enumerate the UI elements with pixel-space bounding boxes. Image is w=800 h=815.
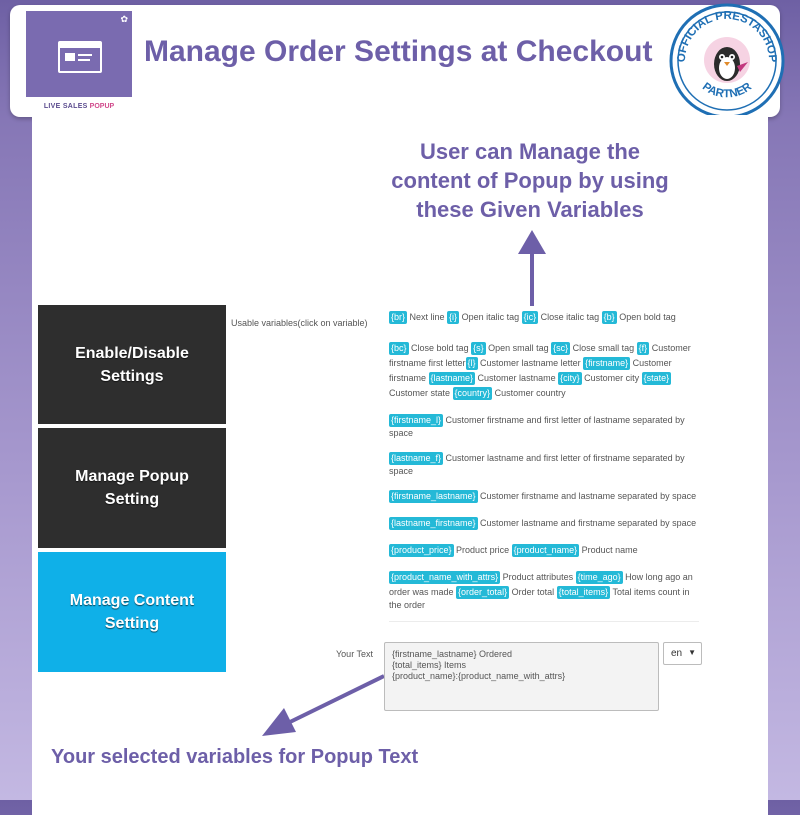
sidebar-item-label: Settings xyxy=(100,367,164,385)
sidebar-item-label: Enable/Disable xyxy=(75,344,189,362)
variable-tag[interactable]: {state} xyxy=(641,372,672,385)
variable-tag[interactable]: {lastname} xyxy=(428,372,476,385)
variable-group: {bc} Close bold tag {s} Open small tag {… xyxy=(389,341,701,401)
variable-description: Customer firstname first letter xyxy=(389,343,691,368)
sidebar-item-label: Setting xyxy=(104,491,160,508)
variable-group: {product_name_with_attrs} Product attrib… xyxy=(389,570,701,611)
thumbnail-label-accent: POPUP xyxy=(89,102,115,110)
variable-tag[interactable]: {b} xyxy=(601,311,617,324)
variables-list: {br} Next line {i} Open italic tag {ic} … xyxy=(389,310,701,622)
sidebar-item-manage-content-setting[interactable]: Manage Content Setting xyxy=(38,552,226,672)
variable-group: {firstname_lastname} Customer firstname … xyxy=(389,489,701,504)
variable-tag[interactable]: {bc} xyxy=(389,342,409,355)
usable-variables-label: Usable variables(click on variable) xyxy=(231,318,368,328)
your-text-label: Your Text xyxy=(336,649,374,659)
header-card: ✿ LIVE SALES POPUP Manage Order Settings… xyxy=(10,5,780,117)
variable-description: Customer firstname xyxy=(389,358,672,383)
sidebar-item-label: Manage Content xyxy=(69,592,195,609)
variable-tag[interactable]: {lastname_f} xyxy=(389,452,444,465)
language-value: en xyxy=(671,648,683,659)
variable-description: How long ago an order was made xyxy=(389,572,693,597)
page-title: Manage Order Settings at Checkout xyxy=(144,35,653,68)
popup-text-line: {firstname_lastname} Ordered xyxy=(392,649,513,659)
variable-description: Customer firstname and first letter of l… xyxy=(389,415,685,438)
variable-tag[interactable]: {l} xyxy=(465,357,478,370)
caret-down-icon: ▼ xyxy=(688,648,696,657)
variable-tag[interactable]: {br} xyxy=(389,311,408,324)
variable-tag[interactable]: {s} xyxy=(471,342,486,355)
variable-tag[interactable]: {firstname} xyxy=(583,357,631,370)
variable-tag[interactable]: {firstname_lastname} xyxy=(389,490,478,503)
variable-tag[interactable]: {firstname_l} xyxy=(389,414,444,427)
divider xyxy=(389,621,699,622)
popup-text-input[interactable]: {firstname_lastname} Ordered {total_item… xyxy=(384,642,659,711)
variable-description: Customer city xyxy=(581,373,642,383)
variable-tag[interactable]: {f} xyxy=(636,342,650,355)
variable-description: Close small tag xyxy=(570,343,637,353)
variable-tag[interactable]: {product_price} xyxy=(389,544,454,557)
variable-description: Total items count in the order xyxy=(389,587,690,610)
sidebar-item-label: Manage Popup xyxy=(75,468,189,485)
variable-group: {lastname_f} Customer lastname and first… xyxy=(389,451,701,477)
variable-description: Customer lastname letter xyxy=(477,358,584,368)
variable-description: Product price xyxy=(453,545,512,555)
variable-description: Customer lastname and firstname separate… xyxy=(477,518,697,528)
variable-tag[interactable]: {country} xyxy=(452,387,493,400)
variable-tag[interactable]: {time_ago} xyxy=(575,571,623,584)
callout-bottom: Your selected variables for Popup Text xyxy=(51,746,419,768)
callout-top-line: content of Popup by using xyxy=(391,168,669,193)
sidebar-item-manage-popup-setting[interactable]: Manage Popup Setting xyxy=(38,428,226,548)
penguin-icon xyxy=(704,37,750,83)
variable-description: Next line xyxy=(407,312,448,322)
module-thumbnail: ✿ LIVE SALES POPUP xyxy=(26,11,132,115)
variable-description: Close italic tag xyxy=(538,312,602,322)
popup-window-icon xyxy=(58,41,102,73)
variable-description: Customer lastname xyxy=(475,373,559,383)
variable-tag[interactable]: {order_total} xyxy=(456,586,510,599)
variable-tag[interactable]: {i} xyxy=(447,311,460,324)
variable-group: {br} Next line {i} Open italic tag {ic} … xyxy=(389,310,701,325)
variable-tag[interactable]: {ic} xyxy=(521,311,539,324)
variable-description: Customer country xyxy=(492,388,566,398)
gear-icon: ✿ xyxy=(120,14,128,24)
variable-tag[interactable]: {product_name_with_attrs} xyxy=(389,571,501,584)
variable-description: Product name xyxy=(579,545,638,555)
callout-top-line: these Given Variables xyxy=(416,197,644,222)
variable-tag[interactable]: {total_items} xyxy=(556,586,611,599)
prestashop-partner-badge: OFFICIAL PRESTASHOP PARTNER xyxy=(669,3,785,119)
variable-tag[interactable]: {product_name} xyxy=(511,544,580,557)
variable-description: Open italic tag xyxy=(459,312,522,322)
variable-tag[interactable]: {sc} xyxy=(551,342,571,355)
thumbnail-label: LIVE SALES xyxy=(43,102,88,110)
variable-group: {firstname_l} Customer firstname and fir… xyxy=(389,413,701,439)
sidebar-item-label: Setting xyxy=(104,615,160,632)
variable-description: Customer lastname and first letter of fi… xyxy=(389,453,685,476)
variable-description: Open small tag xyxy=(485,343,552,353)
variable-description: Close bold tag xyxy=(408,343,472,353)
variable-description: Customer state xyxy=(389,388,453,398)
variable-tag[interactable]: {lastname_firstname} xyxy=(389,517,478,530)
language-select[interactable]: en ▼ xyxy=(663,642,702,665)
variable-description: Open bold tag xyxy=(616,312,676,322)
variable-group: {product_price} Product price {product_n… xyxy=(389,543,701,558)
variable-group: {lastname_firstname} Customer lastname a… xyxy=(389,516,701,531)
popup-text-line: {total_items} Items xyxy=(392,660,467,670)
sidebar-item-enable-disable-settings[interactable]: Enable/Disable Settings xyxy=(38,305,226,424)
variable-description: Product attributes xyxy=(500,572,576,582)
svg-text:PARTNER: PARTNER xyxy=(700,80,754,100)
variable-description: Customer firstname and lastname separate… xyxy=(477,491,697,501)
variable-description: Order total xyxy=(509,587,557,597)
callout-top-line: User can Manage the xyxy=(419,139,641,164)
variable-tag[interactable]: {city} xyxy=(558,372,582,385)
callout-top: User can Manage the content of Popup by … xyxy=(370,137,690,224)
popup-text-line: {product_name}:{product_name_with_attrs} xyxy=(392,671,566,681)
badge-text-bottom: PARTNER xyxy=(700,80,754,100)
